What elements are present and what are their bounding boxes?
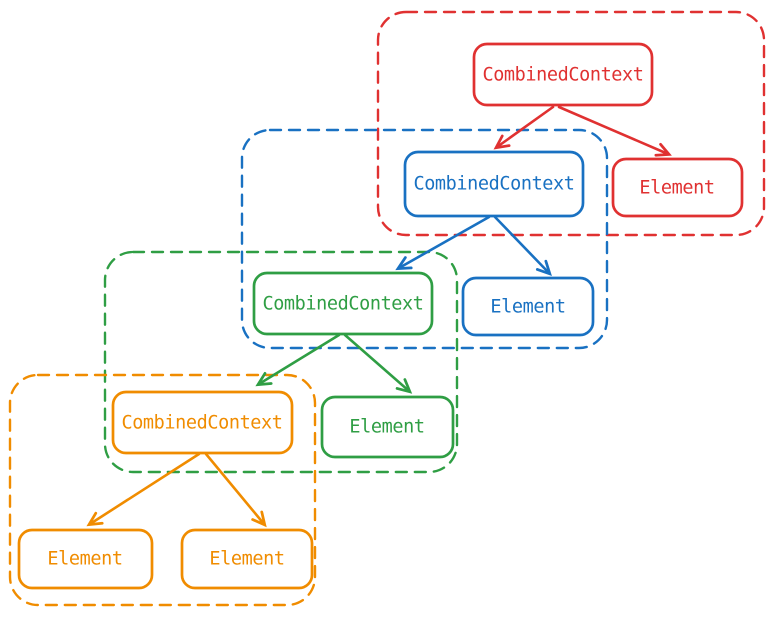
red-element-label: Element (639, 178, 714, 199)
orange-element-right-label: Element (209, 549, 284, 570)
green-level-nodes: CombinedContext Element (252, 271, 455, 459)
green-element-node (320, 395, 455, 459)
red-combinedcontext-label: CombinedContext (482, 65, 643, 86)
orange-combinedcontext-label: CombinedContext (121, 413, 282, 434)
blue-context-boundary (240, 128, 609, 350)
orange-element-left-node (17, 528, 154, 590)
level-containers (8, 10, 766, 607)
red-element-node (611, 157, 744, 218)
orange-element-left-label: Element (47, 549, 122, 570)
green-to-element-arrow (343, 333, 413, 394)
red-context-boundary (376, 10, 766, 237)
green-combinedcontext-node (252, 271, 434, 336)
green-to-orange-context-arrow (255, 333, 341, 387)
orange-level-nodes: CombinedContext Element Element (17, 390, 314, 590)
blue-level-nodes: CombinedContext Element (403, 150, 595, 337)
orange-combinedcontext-node (111, 390, 294, 455)
green-combinedcontext-label: CombinedContext (262, 294, 423, 315)
blue-to-green-context-arrow (395, 215, 491, 271)
blue-element-node (461, 276, 595, 337)
orange-element-right-node (180, 528, 314, 590)
blue-element-label: Element (490, 297, 565, 318)
green-context-boundary (103, 250, 459, 474)
red-to-blue-context-arrow (493, 105, 555, 150)
blue-combinedcontext-label: CombinedContext (413, 174, 574, 195)
blue-to-element-arrow (493, 215, 552, 277)
green-element-label: Element (349, 417, 424, 438)
red-combinedcontext-node (472, 42, 654, 107)
blue-combinedcontext-node (403, 150, 585, 218)
tree-edges (86, 105, 672, 528)
orange-context-boundary (8, 373, 317, 607)
orange-to-element-right-arrow (204, 452, 267, 528)
red-level-nodes: CombinedContext Element (472, 42, 744, 218)
orange-to-element-left-arrow (86, 452, 201, 527)
red-to-element-arrow (557, 105, 672, 157)
